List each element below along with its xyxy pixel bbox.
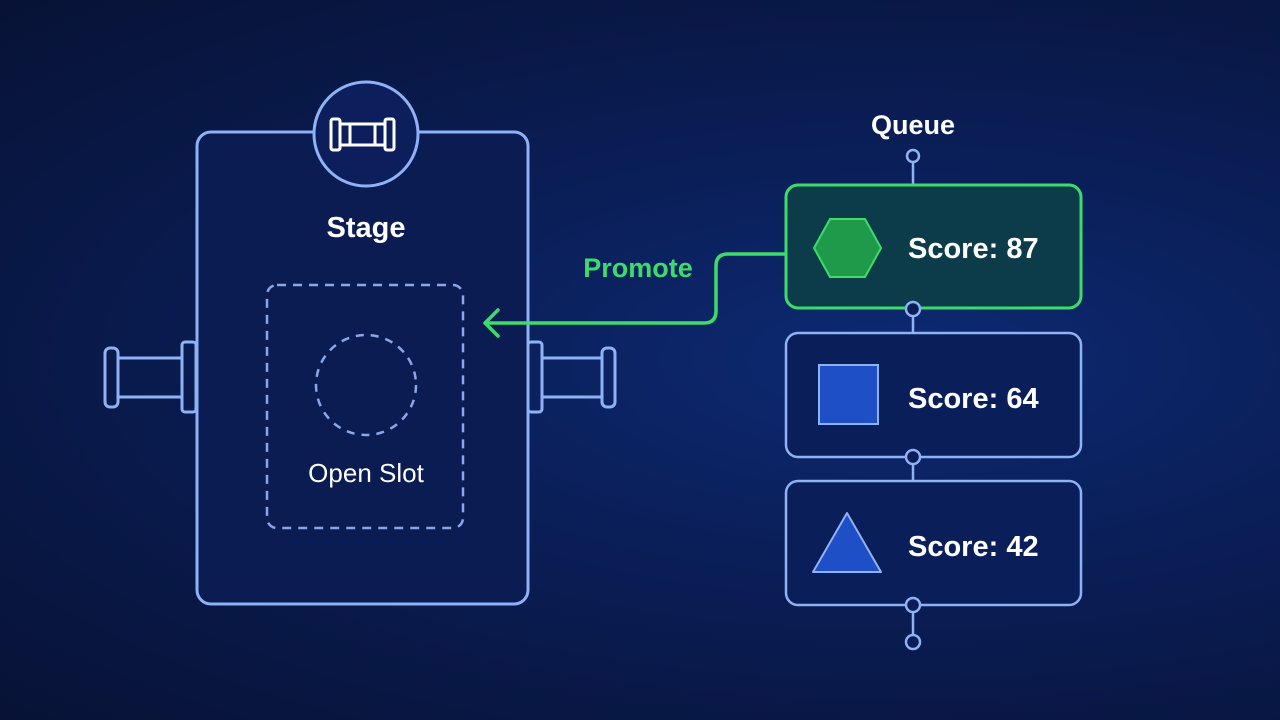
queue-node-2 xyxy=(904,448,922,466)
queue-item-1-label: Score: 87 xyxy=(908,233,1039,265)
promote-connector: Promote xyxy=(483,252,788,338)
stage-title: Stage xyxy=(327,212,406,244)
pipe-emblem-icon xyxy=(312,80,420,188)
queue-node-3 xyxy=(904,596,922,614)
open-slot-frame[interactable] xyxy=(265,283,465,530)
queue-node-1 xyxy=(904,300,922,318)
open-slot-circle-icon xyxy=(314,333,418,437)
queue-item-1[interactable]: Score: 87 xyxy=(784,183,1083,310)
open-slot-label: Open Slot xyxy=(308,458,424,488)
queue-node-top xyxy=(905,148,921,164)
promote-label: Promote xyxy=(583,253,693,283)
left-pipe-icon xyxy=(103,340,198,414)
square-icon xyxy=(818,364,879,425)
queue-item-2-label: Score: 64 xyxy=(908,383,1039,415)
queue-item-3-label: Score: 42 xyxy=(908,531,1039,563)
right-pipe-icon xyxy=(526,340,617,414)
hexagon-icon xyxy=(812,218,883,278)
queue-item-3[interactable]: Score: 42 xyxy=(784,479,1083,607)
stage-frame xyxy=(195,130,530,606)
queue-node-bottom xyxy=(904,633,922,651)
promote-arrow-line xyxy=(484,252,788,325)
queue-nodes xyxy=(904,148,922,651)
queue-panel: Queue Score: 87 Score: 64 Score: 42 xyxy=(784,110,1083,651)
queue-item-2[interactable]: Score: 64 xyxy=(784,331,1083,459)
promote-arrowhead-icon xyxy=(483,308,500,338)
stage-panel: Stage Open Slot xyxy=(103,80,617,606)
queue-title: Queue xyxy=(871,110,955,140)
triangle-icon xyxy=(812,512,882,573)
